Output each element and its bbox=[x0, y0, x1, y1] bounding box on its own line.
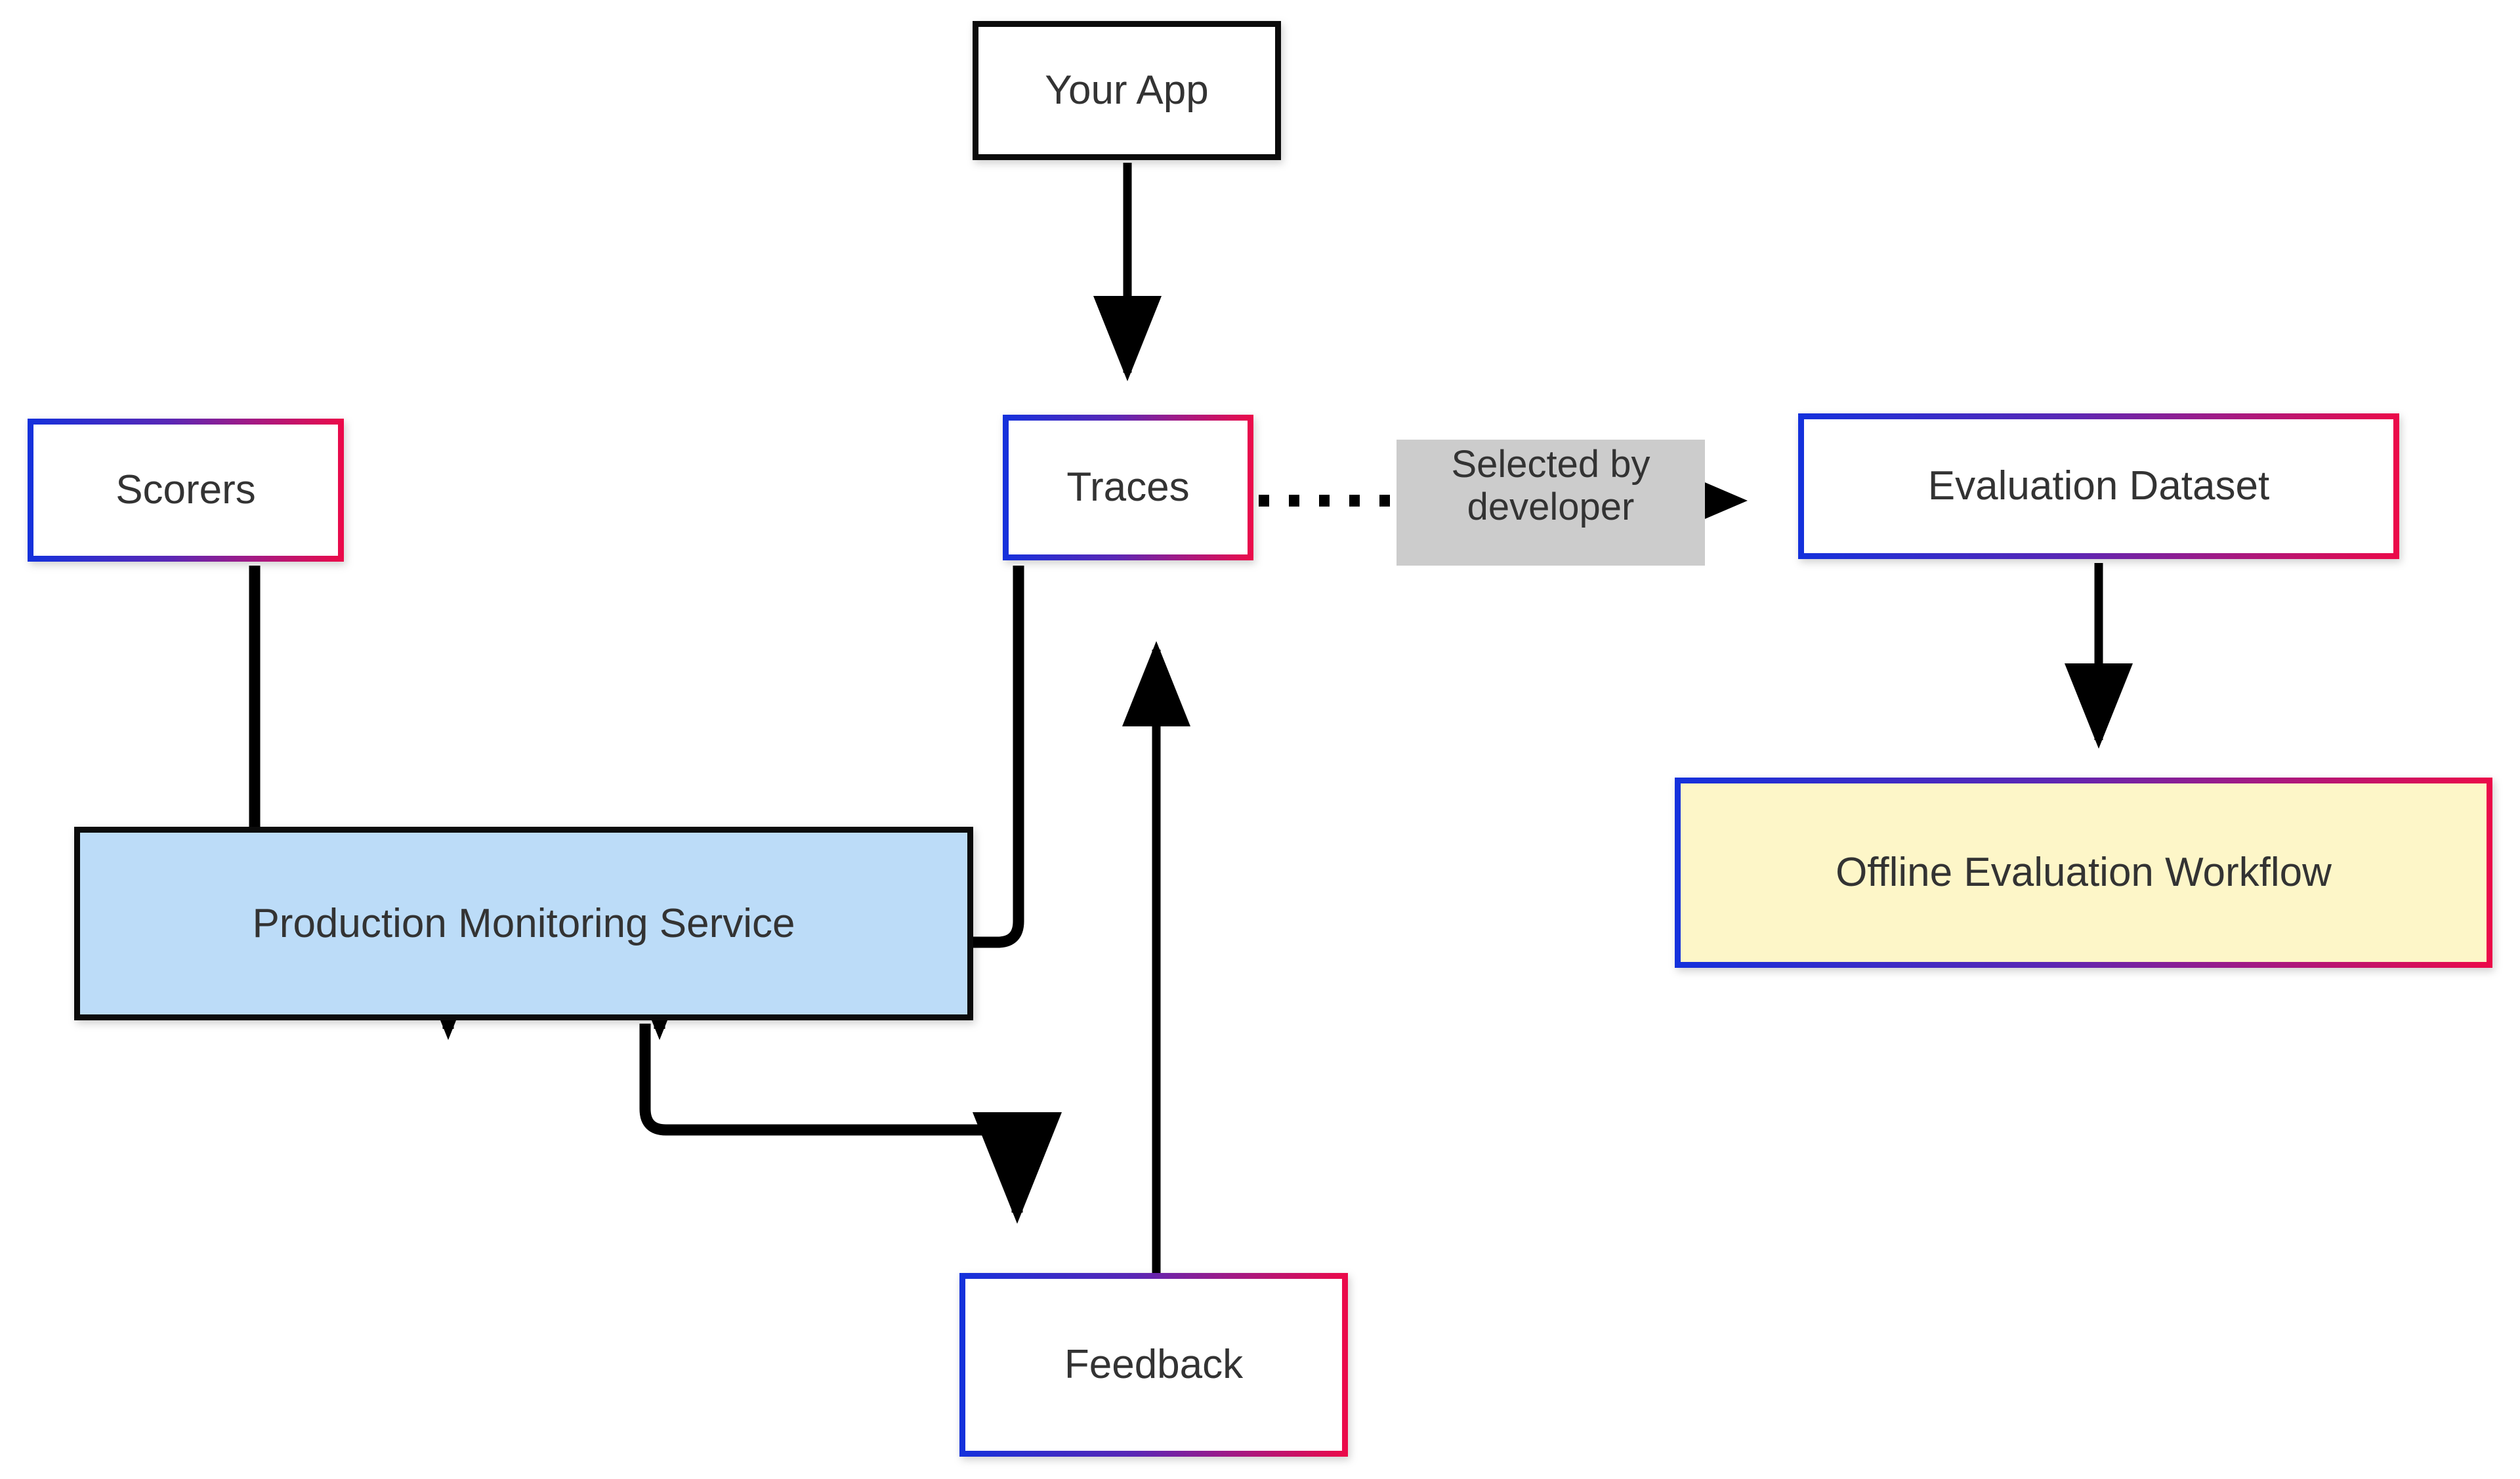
node-your-app[interactable]: Your App bbox=[973, 21, 1281, 160]
node-offline-evaluation-workflow[interactable]: Offline Evaluation Workflow bbox=[1675, 778, 2492, 968]
edge-label-selected-by-developer: Selected by developer bbox=[1396, 440, 1705, 566]
node-feedback[interactable]: Feedback bbox=[959, 1273, 1348, 1457]
node-feedback-label: Feedback bbox=[1064, 1342, 1244, 1388]
node-scorers-label: Scorers bbox=[116, 467, 256, 513]
node-your-app-label: Your App bbox=[1045, 68, 1209, 114]
node-traces[interactable]: Traces bbox=[1003, 415, 1253, 560]
node-offline-evaluation-workflow-label: Offline Evaluation Workflow bbox=[1836, 850, 2332, 896]
node-production-monitoring-service[interactable]: Production Monitoring Service bbox=[74, 827, 973, 1020]
edge-production-monitoring-to-feedback bbox=[639, 1024, 1062, 1224]
node-scorers[interactable]: Scorers bbox=[28, 419, 344, 562]
node-traces-label: Traces bbox=[1066, 465, 1190, 510]
node-evaluation-dataset[interactable]: Evaluation Dataset bbox=[1798, 413, 2399, 559]
node-evaluation-dataset-label: Evaluation Dataset bbox=[1927, 463, 2270, 509]
node-production-monitoring-service-label: Production Monitoring Service bbox=[252, 900, 795, 946]
